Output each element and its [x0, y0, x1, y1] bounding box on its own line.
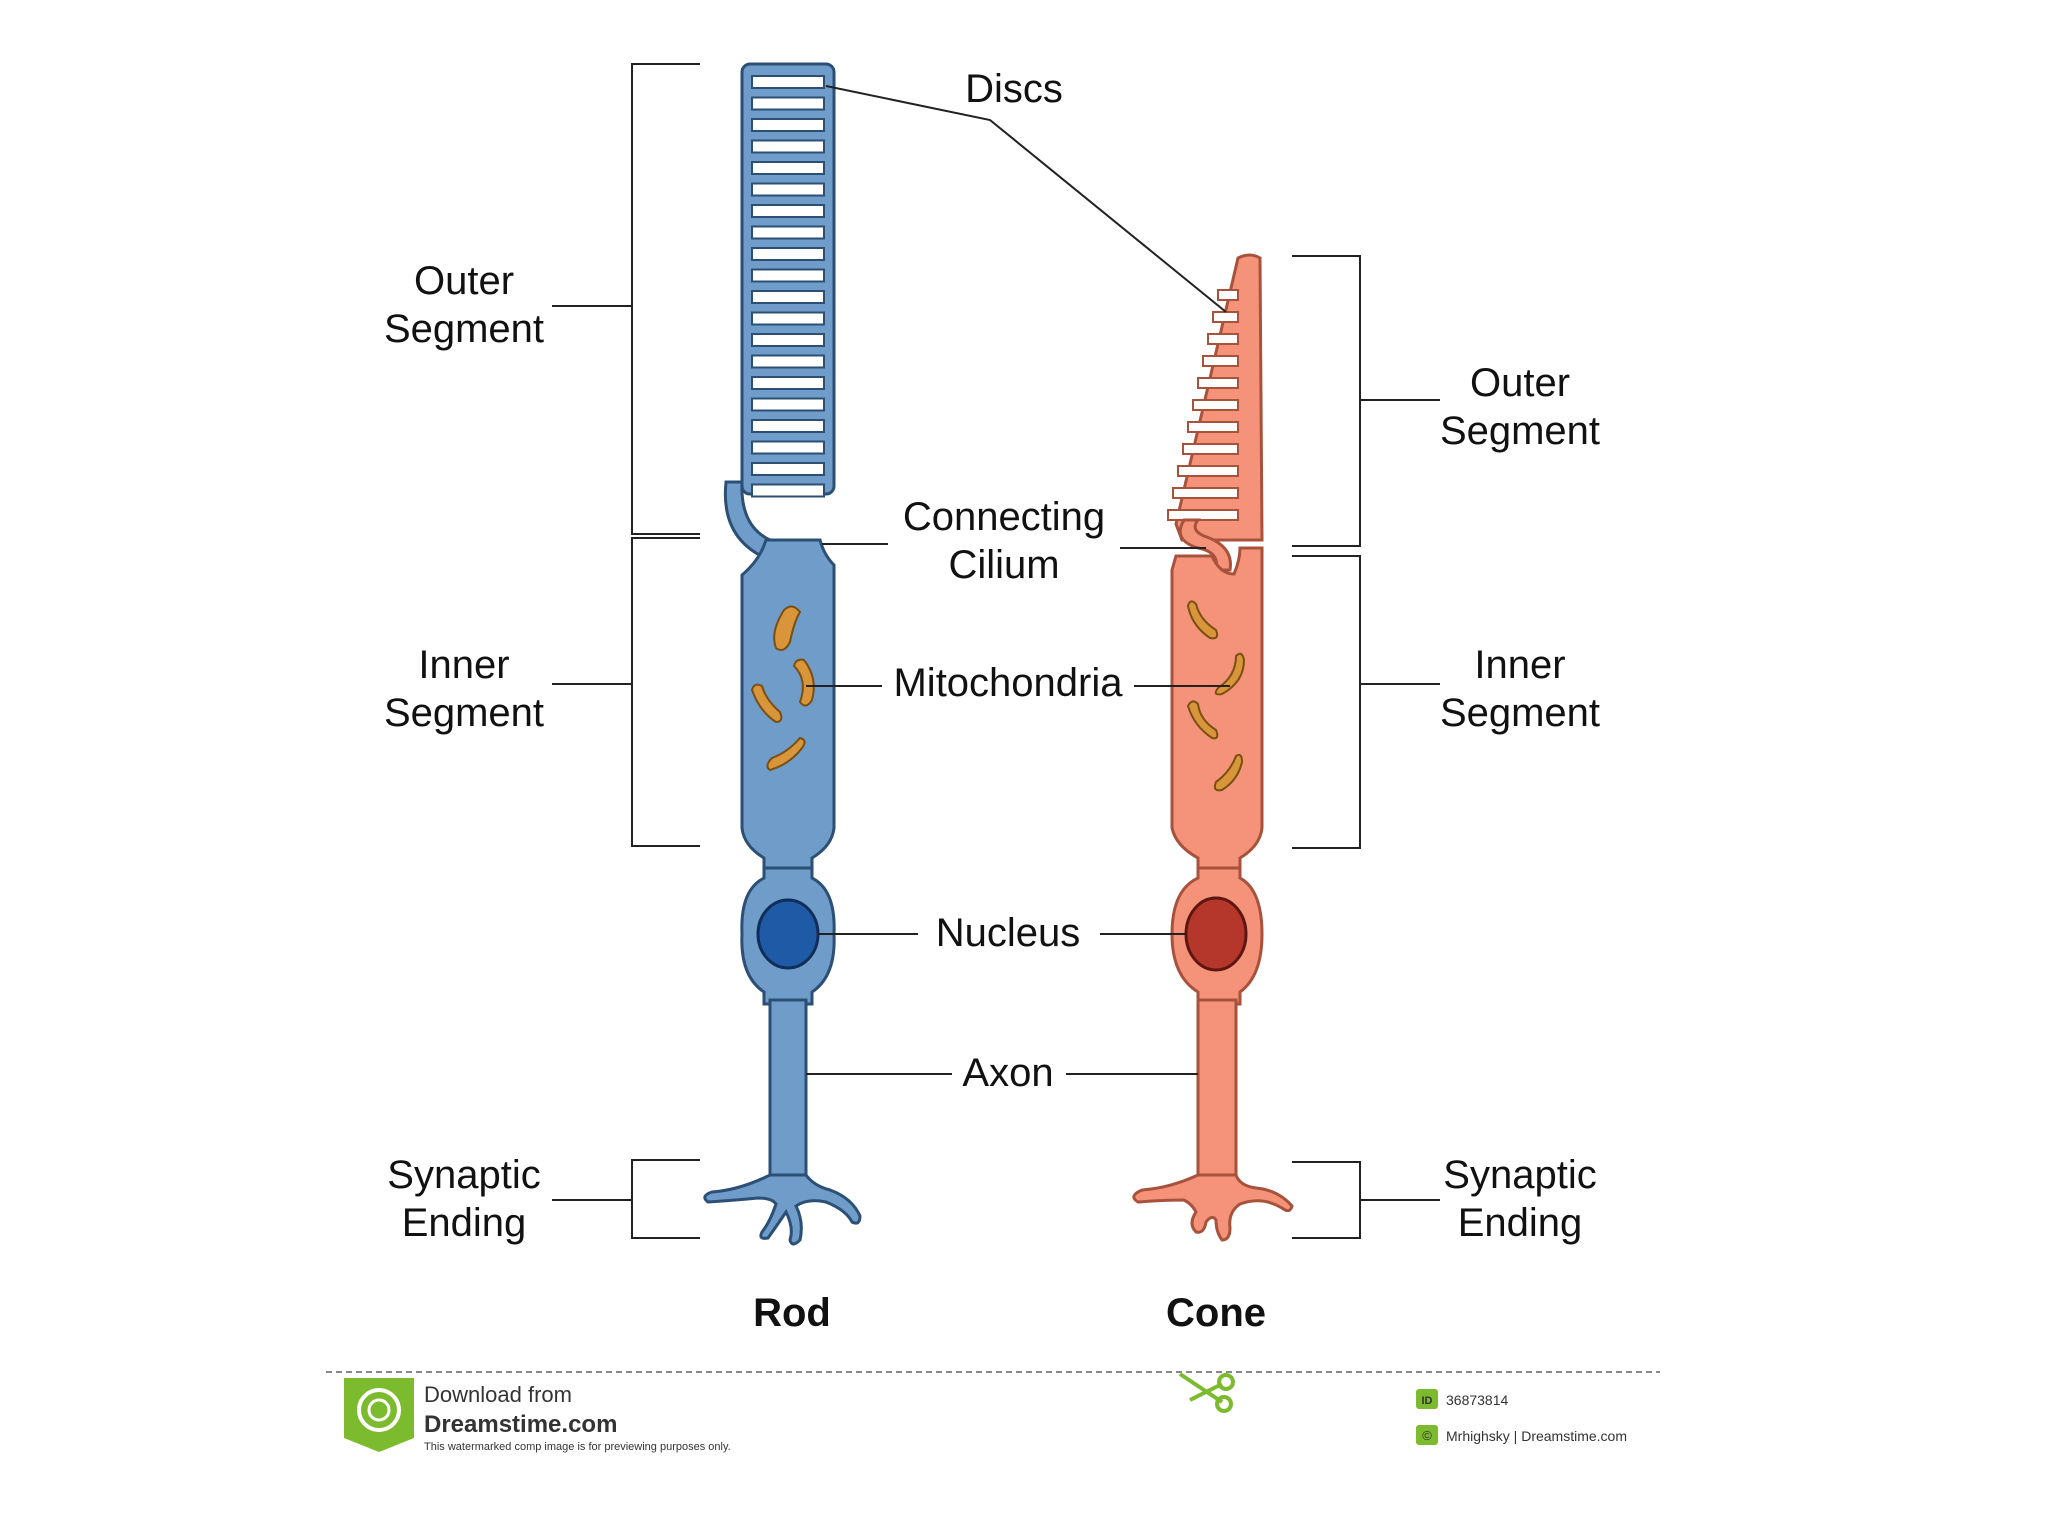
rod-disc: [751, 354, 825, 369]
cone-disc: [1217, 289, 1239, 301]
label-inner-segment-left-2: Segment: [384, 691, 544, 735]
label-outer-segment-right-2: Segment: [1440, 409, 1600, 453]
rod-synaptic-ending: [703, 1173, 862, 1246]
rod-disc: [751, 96, 825, 111]
bracket-cone-synaptic: [1292, 1161, 1361, 1239]
label-synaptic-right-1: Synaptic: [1443, 1153, 1596, 1197]
cone-disc: [1207, 333, 1239, 345]
label-discs: Discs: [965, 67, 1063, 111]
rod-disc: [751, 483, 825, 498]
caption-cone: Cone: [1166, 1291, 1266, 1335]
rod-disc: [751, 161, 825, 175]
copyright-badge-icon: [1416, 1425, 1438, 1445]
cone-disc: [1187, 421, 1239, 433]
cone-disc: [1182, 443, 1239, 455]
rod-discs: [751, 75, 825, 498]
rod-disc: [751, 290, 825, 304]
label-synaptic-left-1: Synaptic: [387, 1153, 540, 1197]
rod-disc: [751, 225, 825, 240]
footer-disclaimer: This watermarked comp image is for previ…: [424, 1441, 731, 1453]
cone-cell: [1132, 253, 1294, 1242]
cone-inner-segment: [1170, 546, 1264, 872]
rod-disc: [751, 419, 825, 433]
rod-disc: [751, 182, 825, 197]
bracket-cone-inner: [1292, 555, 1361, 849]
cone-disc: [1192, 399, 1239, 411]
cone-discs: [1167, 289, 1239, 521]
rod-disc: [751, 268, 825, 283]
footer-id-number: 36873814: [1446, 1392, 1509, 1408]
cone-mitochondria: [1186, 600, 1246, 792]
caption-rod: Rod: [753, 1291, 831, 1335]
rod-cell: [703, 62, 862, 1246]
rod-disc: [751, 204, 825, 218]
cone-nucleus: [1184, 896, 1248, 972]
cone-axon: [1196, 998, 1238, 1182]
copyright-badge-text: ©: [1422, 1428, 1432, 1443]
cone-disc: [1172, 487, 1239, 499]
rod-disc: [751, 462, 825, 476]
label-outer-segment-left-1: Outer: [414, 259, 514, 303]
label-mitochondria: Mitochondria: [893, 661, 1123, 705]
watermark-footer: Download from Dreamstime.com This waterm…: [326, 1371, 1660, 1453]
label-inner-segment-right-2: Segment: [1440, 691, 1600, 735]
rod-disc: [751, 118, 825, 132]
rod-disc: [751, 333, 825, 347]
bracket-rod-inner: [631, 537, 700, 847]
bracket-rod-outer: [631, 63, 700, 535]
cone-disc: [1212, 311, 1239, 323]
label-inner-segment-right-1: Inner: [1474, 643, 1565, 687]
cone-disc: [1167, 509, 1239, 521]
rod-disc: [751, 139, 825, 154]
dreamstime-logo-icon: [344, 1378, 414, 1452]
label-connecting-cilium-1: Connecting: [903, 495, 1105, 539]
label-synaptic-left-2: Ending: [402, 1201, 527, 1245]
cone-disc: [1202, 355, 1239, 367]
label-axon: Axon: [962, 1051, 1053, 1095]
bracket-cone-outer: [1292, 255, 1361, 547]
id-badge-icon: [1416, 1389, 1438, 1409]
footer-site: Dreamstime.com: [424, 1411, 617, 1438]
discs-leader: [825, 85, 1227, 313]
footer-credit: Mrhighsky | Dreamstime.com: [1446, 1428, 1627, 1444]
label-nucleus: Nucleus: [936, 911, 1081, 955]
label-connecting-cilium-2: Cilium: [948, 543, 1059, 587]
cone-disc: [1197, 377, 1239, 389]
rod-axon: [768, 998, 808, 1182]
rod-mitochondria: [750, 605, 815, 772]
cone-synaptic-ending: [1132, 1173, 1294, 1242]
rod-disc: [751, 397, 825, 412]
rod-disc: [751, 376, 825, 390]
rod-nucleus: [756, 898, 820, 970]
id-badge-text: ID: [1422, 1395, 1433, 1407]
label-synaptic-right-2: Ending: [1458, 1201, 1583, 1245]
right-brackets: [1292, 255, 1440, 1239]
label-outer-segment-left-2: Segment: [384, 307, 544, 351]
rod-disc: [751, 311, 825, 326]
cone-connecting-cilium: [1178, 518, 1232, 572]
footer-download-from: Download from: [424, 1382, 572, 1407]
leader-lines: [806, 85, 1230, 1075]
left-brackets: [552, 63, 700, 1239]
label-inner-segment-left-1: Inner: [418, 643, 509, 687]
labels: Discs Outer Segment Outer Segment Connec…: [384, 67, 1600, 1335]
bracket-rod-synaptic: [631, 1159, 700, 1239]
cone-disc: [1177, 465, 1239, 477]
label-outer-segment-right-1: Outer: [1470, 361, 1570, 405]
scissors-icon: [1178, 1372, 1235, 1413]
rod-inner-segment: [740, 538, 836, 872]
rod-disc: [751, 247, 825, 261]
rod-disc: [751, 75, 825, 89]
rod-disc: [751, 440, 825, 455]
